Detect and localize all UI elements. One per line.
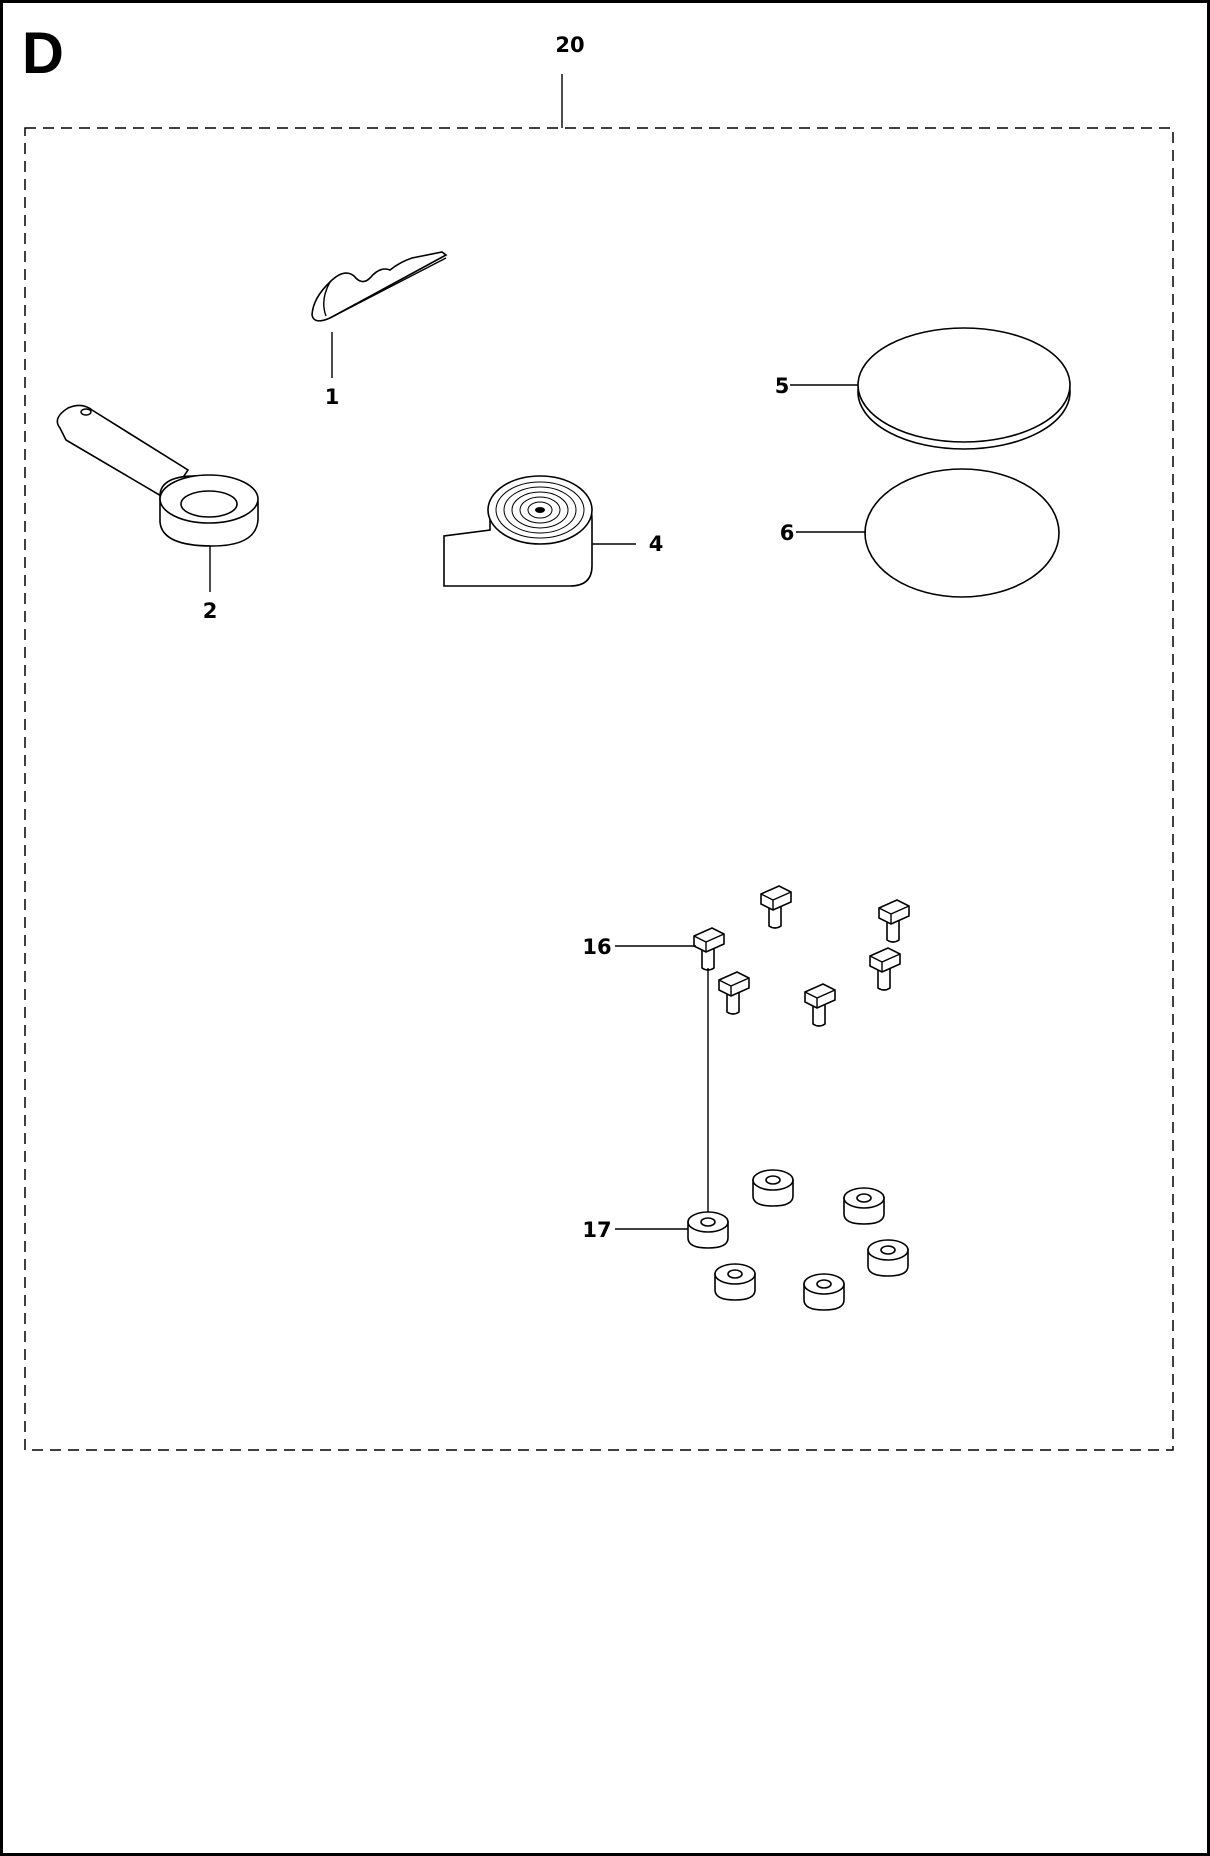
disc-thick-icon	[857, 327, 1071, 450]
t-bolt-icon	[804, 983, 836, 1027]
callout-4: 4	[649, 532, 664, 556]
callout-6: 6	[780, 521, 795, 545]
t-bolt-icon	[878, 899, 910, 943]
spacer-nut-group	[687, 1169, 909, 1311]
callout-1: 1	[325, 385, 340, 409]
pin-with-ring-icon	[56, 404, 259, 547]
spacer-nut-icon	[752, 1169, 794, 1207]
spacer-nut-icon	[803, 1273, 845, 1311]
callout-16: 16	[582, 935, 611, 959]
tape-roll-icon	[443, 475, 593, 587]
disc-thin-icon	[864, 468, 1060, 598]
kit-dashed-box	[24, 127, 1174, 1451]
spacer-nut-icon	[687, 1211, 729, 1249]
t-bolt-icon	[869, 947, 901, 991]
hair-pin-clip-icon	[311, 251, 448, 322]
callout-2: 2	[203, 599, 218, 623]
kit-callout-number: 20	[555, 33, 584, 57]
spacer-nut-icon	[714, 1263, 756, 1301]
section-letter: D	[22, 21, 64, 86]
t-bolt-icon	[693, 927, 725, 971]
t-bolt-icon	[760, 885, 792, 929]
spacer-nut-icon	[843, 1187, 885, 1225]
callout-5: 5	[775, 374, 790, 398]
t-bolt-group	[693, 885, 910, 1027]
callout-17: 17	[582, 1218, 611, 1242]
t-bolt-icon	[718, 971, 750, 1015]
spacer-nut-icon	[867, 1239, 909, 1277]
